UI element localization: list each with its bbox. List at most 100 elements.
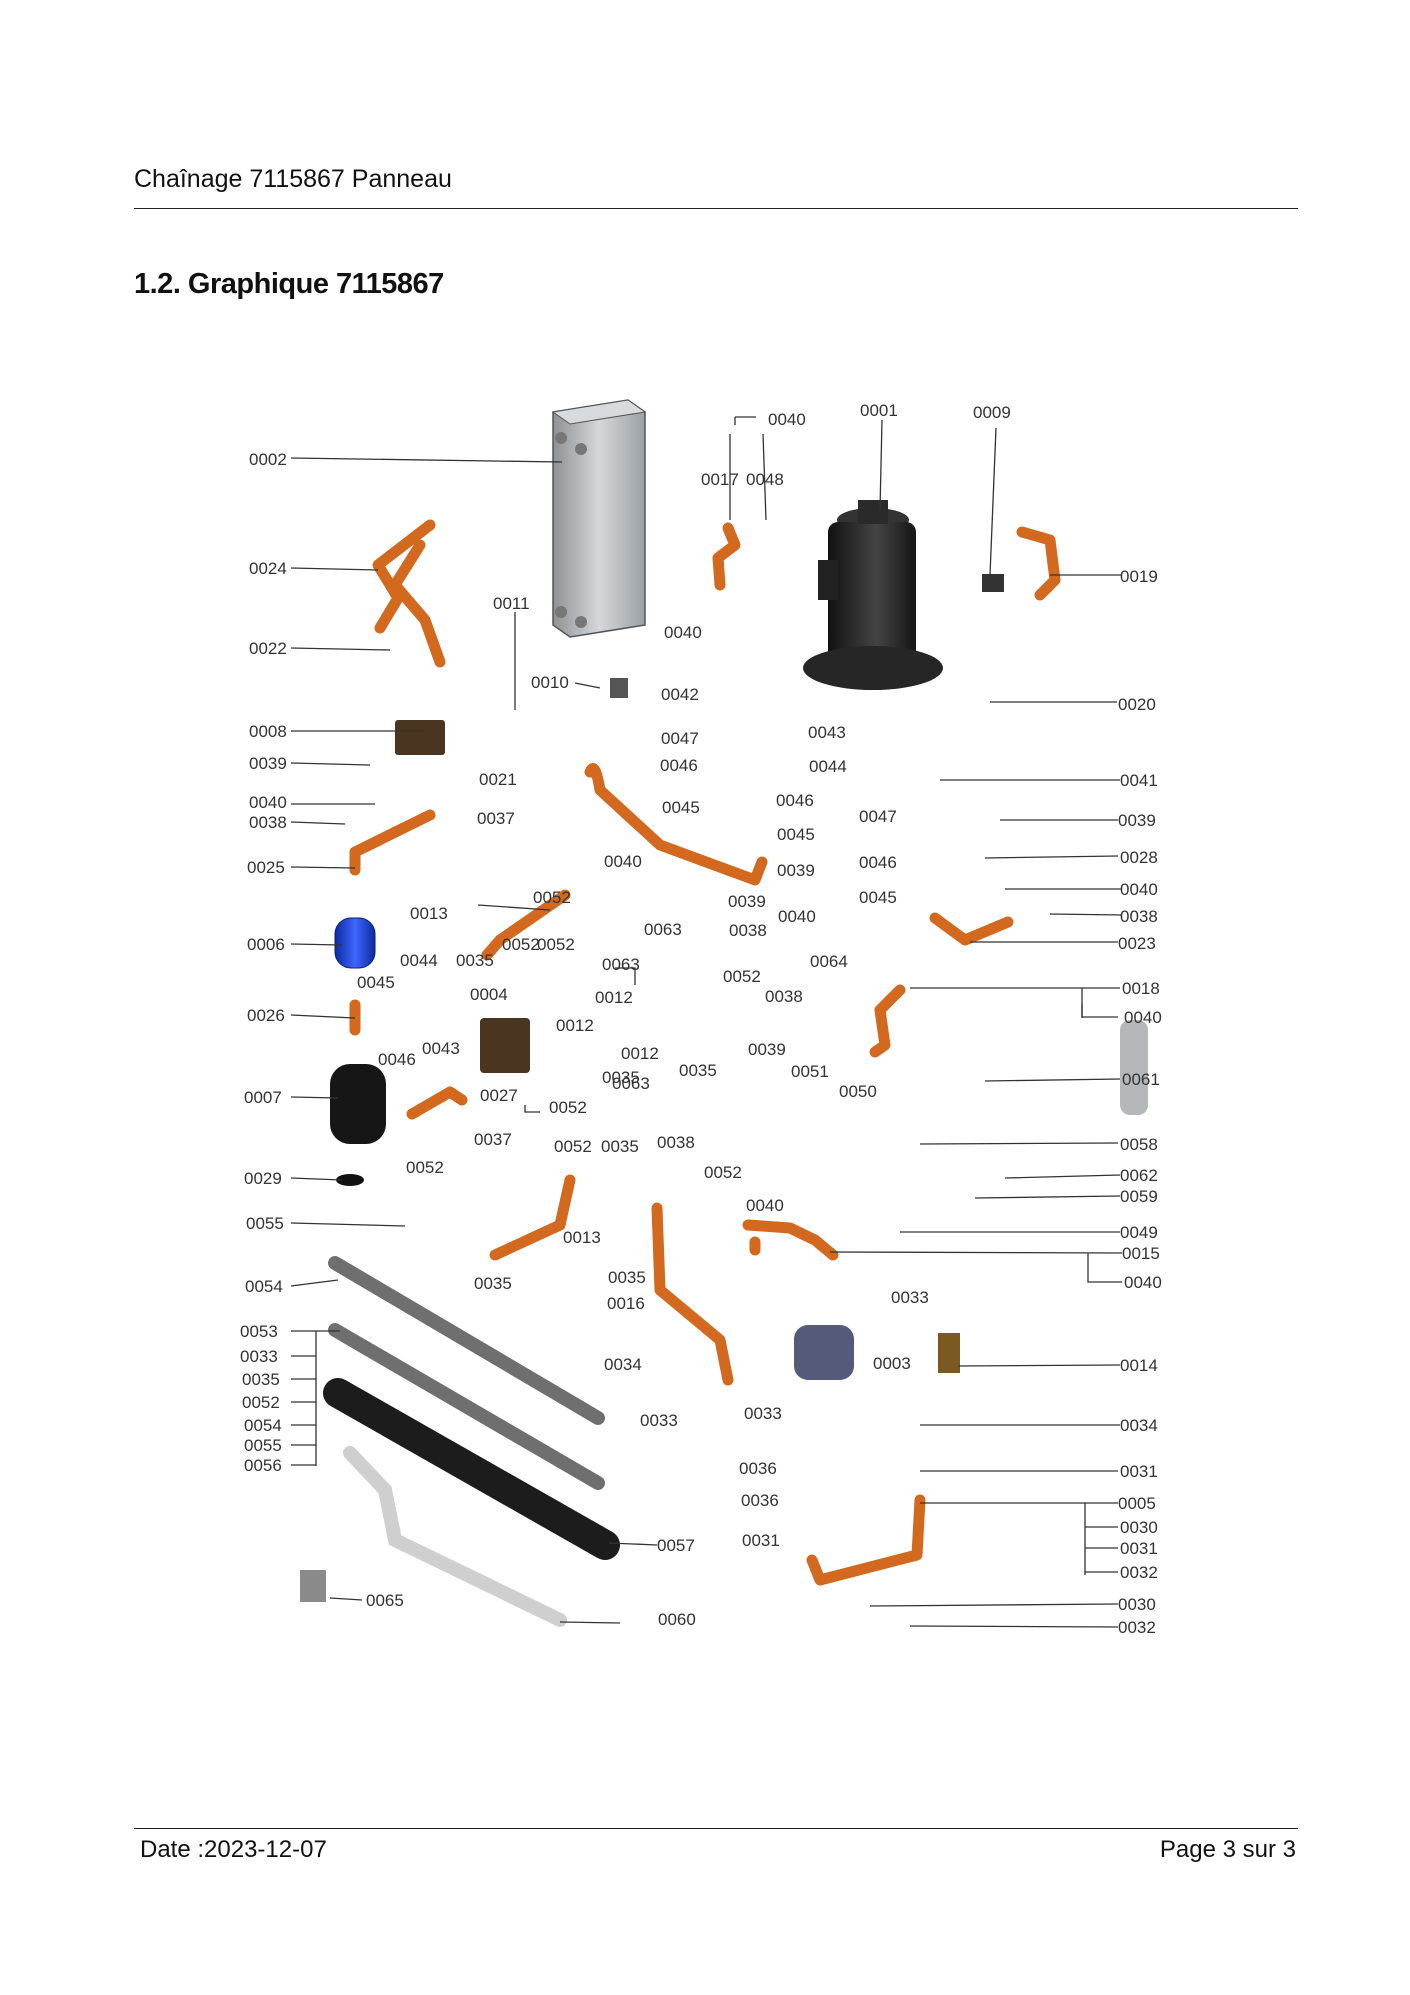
callout-0008: 0008 <box>249 722 287 741</box>
callout-0035-c: 0035 <box>474 1274 512 1293</box>
callout-0055-stack: 0055 <box>244 1436 282 1455</box>
callout-0002: 0002 <box>249 450 287 469</box>
callout-0052-a: 0052 <box>533 888 571 907</box>
insulation-and-hoses <box>300 1256 620 1627</box>
compressor <box>803 500 943 690</box>
callout-0012-b: 0012 <box>595 988 633 1007</box>
callout-0018: 0018 <box>1122 979 1160 998</box>
callout-0031-right: 0031 <box>1120 1462 1158 1481</box>
callout-0041: 0041 <box>1120 771 1158 790</box>
callout-0060: 0060 <box>658 1610 696 1629</box>
callout-0009: 0009 <box>973 403 1011 422</box>
callout-0045-a: 0045 <box>662 798 700 817</box>
callout-0010: 0010 <box>531 673 569 692</box>
callout-0031-stack: 0031 <box>1120 1539 1158 1558</box>
footer-date: Date :2023-12-07 <box>140 1836 327 1863</box>
callout-0044-right: 0044 <box>809 757 847 776</box>
leader-lines <box>290 416 1123 1628</box>
plate-heat-exchanger <box>551 399 647 638</box>
callout-0052-g: 0052 <box>723 967 761 986</box>
callout-0040-e: 0040 <box>746 1196 784 1215</box>
callout-0052-h: 0052 <box>704 1163 742 1182</box>
callout-0046-a: 0046 <box>660 756 698 775</box>
callout-0052-c: 0052 <box>537 935 575 954</box>
footer-page-number: Page 3 sur 3 <box>1159 1836 1296 1863</box>
callout-0058: 0058 <box>1120 1135 1158 1154</box>
callout-0035-stack: 0035 <box>242 1370 280 1389</box>
callout-0035-d: 0035 <box>602 1068 640 1087</box>
page-header-title: Chaînage 7115867 Panneau <box>134 165 452 193</box>
callout-0040-d: 0040 <box>778 907 816 926</box>
callout-0038-b: 0038 <box>729 921 767 940</box>
footer-divider <box>134 1828 1298 1829</box>
callout-0052-stack: 0052 <box>242 1393 280 1412</box>
callout-labels: 0002 0024 0022 0008 0039 0040 0038 0025 … <box>240 401 1162 1637</box>
callout-0040-right: 0040 <box>1120 880 1158 899</box>
callout-0063-top: 0063 <box>644 920 682 939</box>
callout-0006: 0006 <box>247 935 285 954</box>
callout-0038-c: 0038 <box>765 987 803 1006</box>
callout-0043-right: 0043 <box>808 723 846 742</box>
callout-0032: 0032 <box>1118 1618 1156 1637</box>
callout-0063-b: 0063 <box>612 1074 650 1093</box>
callout-0048: 0048 <box>746 470 784 489</box>
callout-0052-e: 0052 <box>549 1098 587 1117</box>
callout-0033-mid: 0033 <box>640 1411 678 1430</box>
callout-0012-c: 0012 <box>621 1044 659 1063</box>
callout-0039-c: 0039 <box>728 892 766 911</box>
components <box>330 574 1148 1380</box>
callout-0061: 0061 <box>1122 1070 1160 1089</box>
callout-0035-e: 0035 <box>608 1268 646 1287</box>
callout-0046-c: 0046 <box>859 853 897 872</box>
callout-0040-c: 0040 <box>604 852 642 871</box>
callout-0045-c: 0045 <box>859 888 897 907</box>
callout-0052-f: 0052 <box>554 1137 592 1156</box>
copper-pipes <box>349 519 1061 1586</box>
callout-0029: 0029 <box>244 1169 282 1188</box>
callout-0035-a: 0035 <box>456 951 494 970</box>
callout-0027: 0027 <box>480 1086 518 1105</box>
callout-0038-d: 0038 <box>657 1133 695 1152</box>
callout-0015: 0015 <box>1122 1244 1160 1263</box>
callout-0017: 0017 <box>701 470 739 489</box>
callout-0055: 0055 <box>246 1214 284 1233</box>
callout-0034-right: 0034 <box>1120 1416 1158 1435</box>
callout-0059: 0059 <box>1120 1187 1158 1206</box>
callout-0033-b: 0033 <box>891 1288 929 1307</box>
callout-0045-left: 0045 <box>357 973 395 992</box>
callout-0011: 0011 <box>493 594 530 613</box>
callout-0064: 0064 <box>810 952 848 971</box>
callout-0040-r2: 0040 <box>1124 1008 1162 1027</box>
callout-0057: 0057 <box>657 1536 695 1555</box>
callout-0036-a: 0036 <box>739 1459 777 1478</box>
callout-0031-mid: 0031 <box>742 1531 780 1550</box>
callout-0039-b: 0039 <box>777 861 815 880</box>
callout-0025: 0025 <box>247 858 285 877</box>
callout-0051: 0051 <box>791 1062 829 1081</box>
callout-0045-b: 0045 <box>777 825 815 844</box>
callout-0034-mid: 0034 <box>604 1355 642 1374</box>
callout-0038-right: 0038 <box>1120 907 1158 926</box>
callout-0037-bottom: 0037 <box>474 1130 512 1149</box>
callout-0046-b: 0046 <box>776 791 814 810</box>
callout-0053: 0053 <box>240 1322 278 1341</box>
callout-0049: 0049 <box>1120 1223 1158 1242</box>
callout-0037-top: 0037 <box>477 809 515 828</box>
callout-0032-stack: 0032 <box>1120 1563 1158 1582</box>
callout-0033-c: 0033 <box>744 1404 782 1423</box>
callout-0043-left: 0043 <box>422 1039 460 1058</box>
callout-0047-b: 0047 <box>859 807 897 826</box>
callout-0026: 0026 <box>247 1006 285 1025</box>
callout-0040-left: 0040 <box>249 793 287 812</box>
callout-0004: 0004 <box>470 985 508 1004</box>
callout-0038-left: 0038 <box>249 813 287 832</box>
callout-0030: 0030 <box>1118 1595 1156 1614</box>
callout-0065: 0065 <box>366 1591 404 1610</box>
callout-0040-b: 0040 <box>664 623 702 642</box>
callout-0054-stack: 0054 <box>244 1416 282 1435</box>
callout-0054: 0054 <box>245 1277 283 1296</box>
callout-0024: 0024 <box>249 559 287 578</box>
callout-0019: 0019 <box>1120 567 1158 586</box>
callout-0040-top: 0040 <box>768 410 806 429</box>
